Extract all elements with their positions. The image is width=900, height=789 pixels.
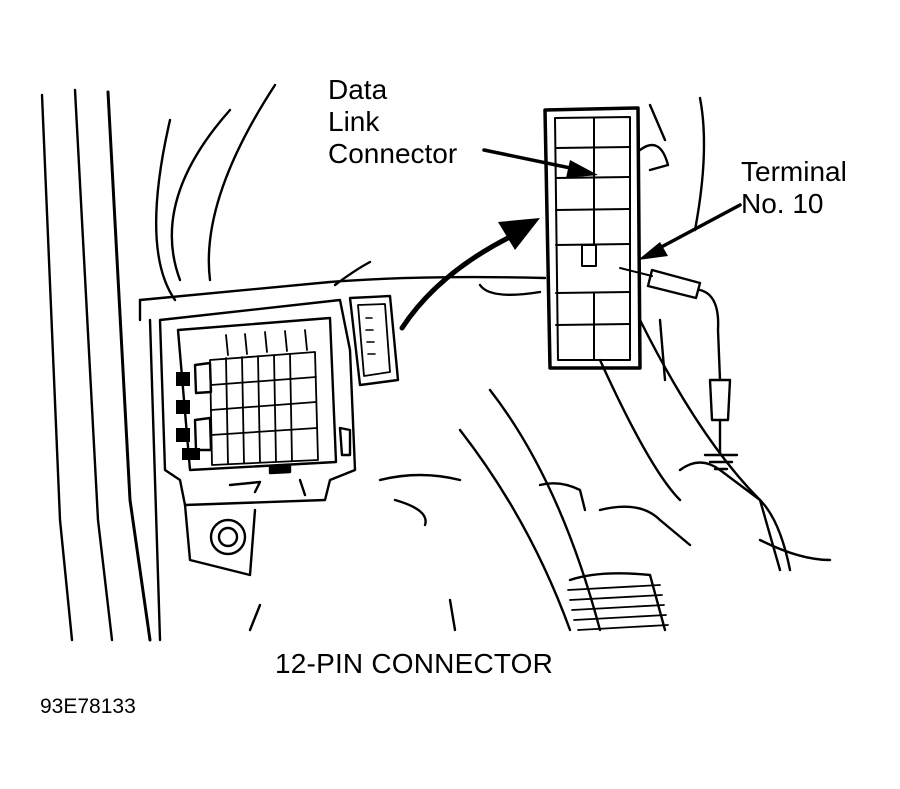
terminal-label: Terminal No. 10 <box>741 156 847 220</box>
dash-contour <box>138 83 706 322</box>
data-link-connector <box>543 106 642 370</box>
data-link-connector-label: Data Link Connector <box>328 74 457 170</box>
a-pillar <box>40 88 177 642</box>
figure-id: 93E78133 <box>40 695 136 718</box>
fuse-box <box>158 298 357 577</box>
test-probe <box>619 267 739 471</box>
zoom-arrow <box>399 218 540 331</box>
figure-caption: 12-PIN CONNECTOR <box>275 648 554 679</box>
terminal-label-line-2: No. 10 <box>741 188 824 219</box>
terminal-label-line-1: Terminal <box>741 156 847 187</box>
leader-lines <box>482 148 742 260</box>
12-pin-connector <box>348 294 400 387</box>
data-link-connector-label-line-2: Link <box>328 106 380 137</box>
data-link-connector-label-line-3: Connector <box>328 138 458 169</box>
lower-dash <box>248 318 832 632</box>
data-link-connector-label-line-1: Data <box>328 74 388 105</box>
